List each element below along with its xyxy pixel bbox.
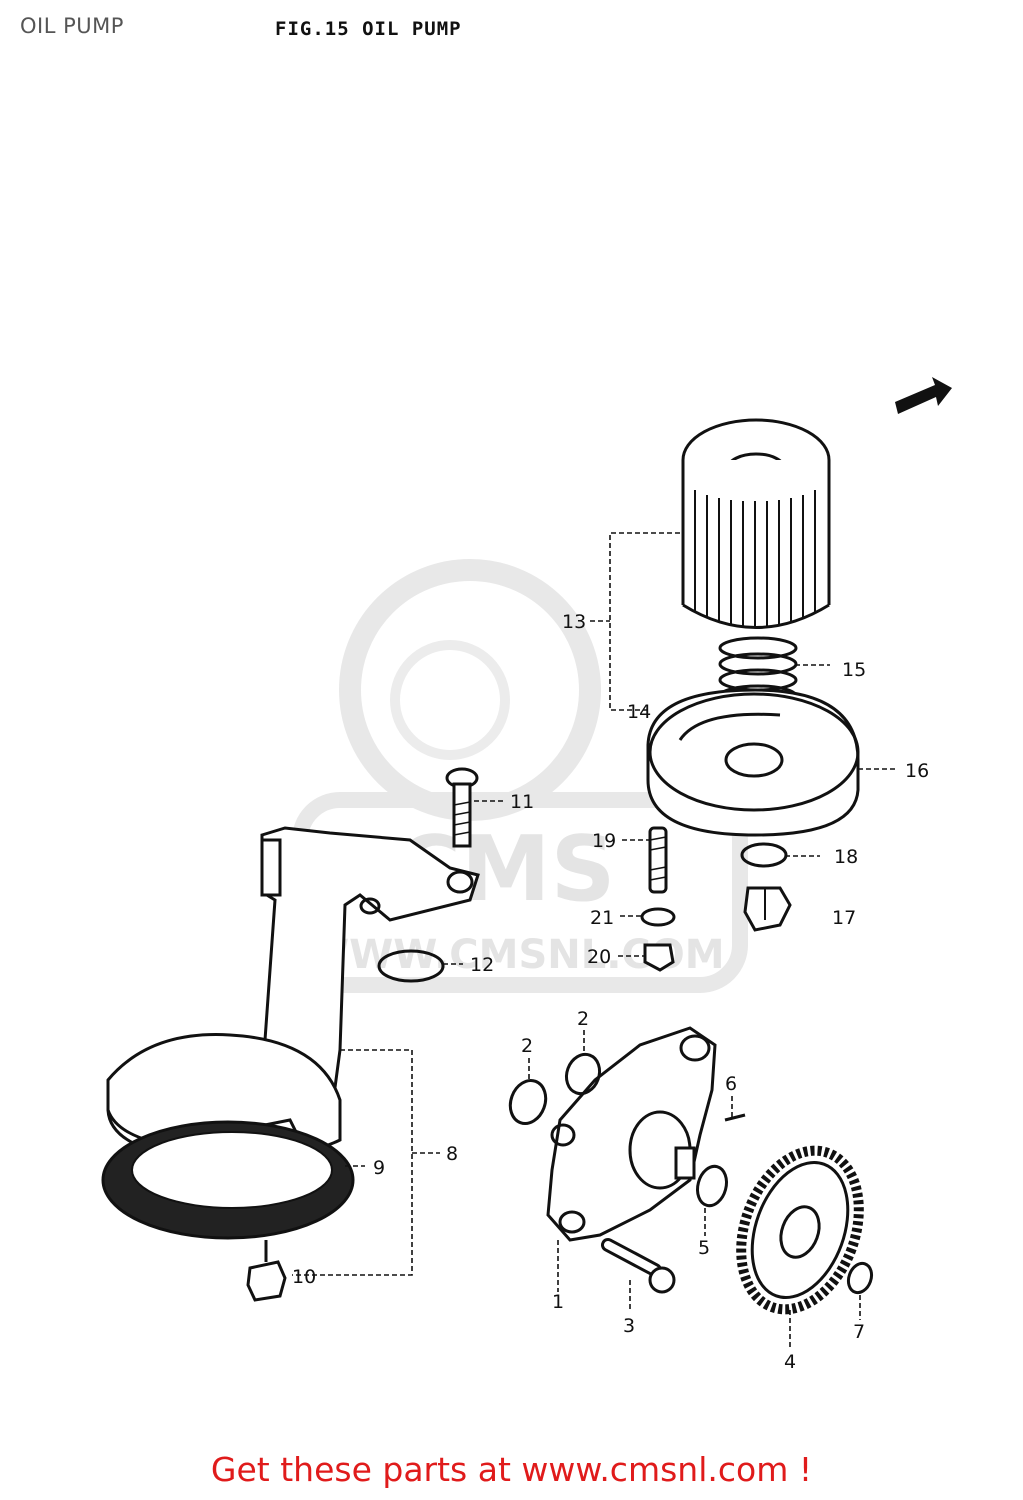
oil-pump-body <box>546 1026 746 1242</box>
figure-title: FIG.15 OIL PUMP <box>275 18 462 40</box>
watermark-logo: CMS WWW.CMSNL.COM <box>292 559 748 993</box>
callout-1: 1 <box>552 1291 564 1313</box>
cap-bolt-17 <box>743 886 792 932</box>
callout-2b: 2 <box>577 1008 589 1030</box>
oil-filter <box>681 418 831 629</box>
callout-17: 17 <box>832 907 856 929</box>
callout-6: 6 <box>725 1073 737 1095</box>
o-ring-2a <box>508 1079 548 1125</box>
callout-10: 10 <box>292 1266 316 1288</box>
strainer-gasket-9 <box>101 1120 355 1240</box>
callout-19: 19 <box>592 830 616 852</box>
callout-18: 18 <box>834 846 858 868</box>
callout-11: 11 <box>510 791 534 813</box>
oil-pump-gear <box>736 1145 864 1315</box>
o-ring-2b <box>564 1052 602 1096</box>
bolt-11 <box>445 767 479 848</box>
page-title: OIL PUMP <box>20 14 124 38</box>
callout-4: 4 <box>784 1351 796 1373</box>
parts-diagram: CMS WWW.CMSNL.COM <box>101 377 952 1373</box>
callout-12: 12 <box>470 954 494 976</box>
circlip-7 <box>846 1261 874 1295</box>
callout-9: 9 <box>373 1157 385 1179</box>
callout-14: 14 <box>627 701 651 723</box>
callout-7: 7 <box>853 1321 865 1343</box>
callout-labels: 13 14 15 16 17 18 19 20 21 11 12 8 9 10 … <box>292 611 929 1373</box>
callout-13: 13 <box>562 611 586 633</box>
callout-20: 20 <box>587 946 611 968</box>
o-ring-18 <box>740 842 788 868</box>
callout-5: 5 <box>698 1237 710 1259</box>
callout-16: 16 <box>905 760 929 782</box>
callout-8: 8 <box>446 1143 458 1165</box>
bolt-10 <box>246 1240 287 1302</box>
footer-link[interactable]: Get these parts at www.cmsnl.com ! <box>210 1450 813 1489</box>
nut-20 <box>643 943 675 972</box>
callout-2a: 2 <box>521 1035 533 1057</box>
callout-3: 3 <box>623 1315 635 1337</box>
callout-15: 15 <box>842 659 866 681</box>
front-arrow-icon <box>895 377 952 414</box>
stud-19 <box>648 826 668 894</box>
washer-21 <box>640 907 676 927</box>
o-ring-5 <box>696 1164 728 1208</box>
filter-cap <box>646 688 860 837</box>
oil-strainer <box>106 826 480 1162</box>
o-ring-12 <box>377 949 445 983</box>
callout-21: 21 <box>590 907 614 929</box>
leader-lines <box>292 532 898 1350</box>
bolt-3 <box>601 1238 676 1294</box>
